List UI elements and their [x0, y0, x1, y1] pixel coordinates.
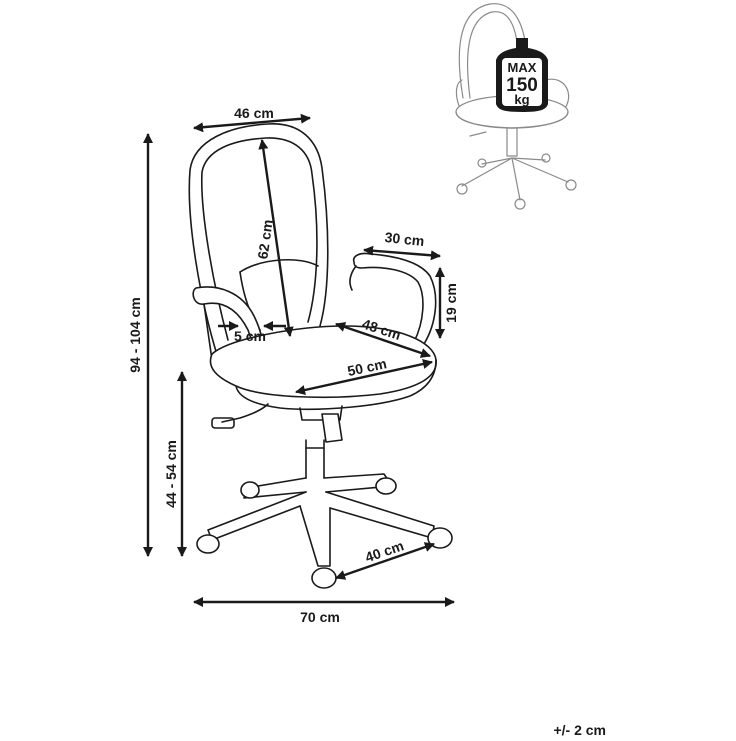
armrest-depth-arrow — [362, 245, 442, 261]
armrest-depth-label: 30 cm — [384, 229, 425, 249]
seat-depth-arrow — [335, 322, 431, 358]
max-weight-badge: MAX 150 kg — [496, 38, 548, 112]
back-width-label: 46 cm — [234, 105, 274, 121]
back-height-label: 62 cm — [254, 219, 275, 261]
tolerance-note: +/- 2 cm — [553, 722, 606, 736]
base-width-label: 70 cm — [300, 609, 340, 625]
badge-max-label: MAX — [508, 60, 537, 75]
armrest-gap-label: 5 cm — [234, 328, 266, 344]
main-chair-drawing — [188, 123, 453, 589]
badge-weight-value: 150 — [506, 75, 538, 96]
back-width-arrow — [192, 113, 312, 133]
dimension-labels: 46 cm 62 cm 94 - 104 cm 44 - 54 cm 30 cm… — [127, 105, 606, 738]
back-height-arrow — [258, 139, 294, 337]
total-height-label: 94 - 104 cm — [127, 297, 143, 373]
armrest-height-label: 19 cm — [443, 283, 459, 323]
badge-unit-label: kg — [514, 92, 529, 107]
base-radius-arrow — [335, 542, 435, 580]
dimension-lines — [142, 113, 456, 608]
seat-width-arrow — [295, 359, 433, 395]
seat-height-label: 44 - 54 cm — [163, 440, 179, 508]
